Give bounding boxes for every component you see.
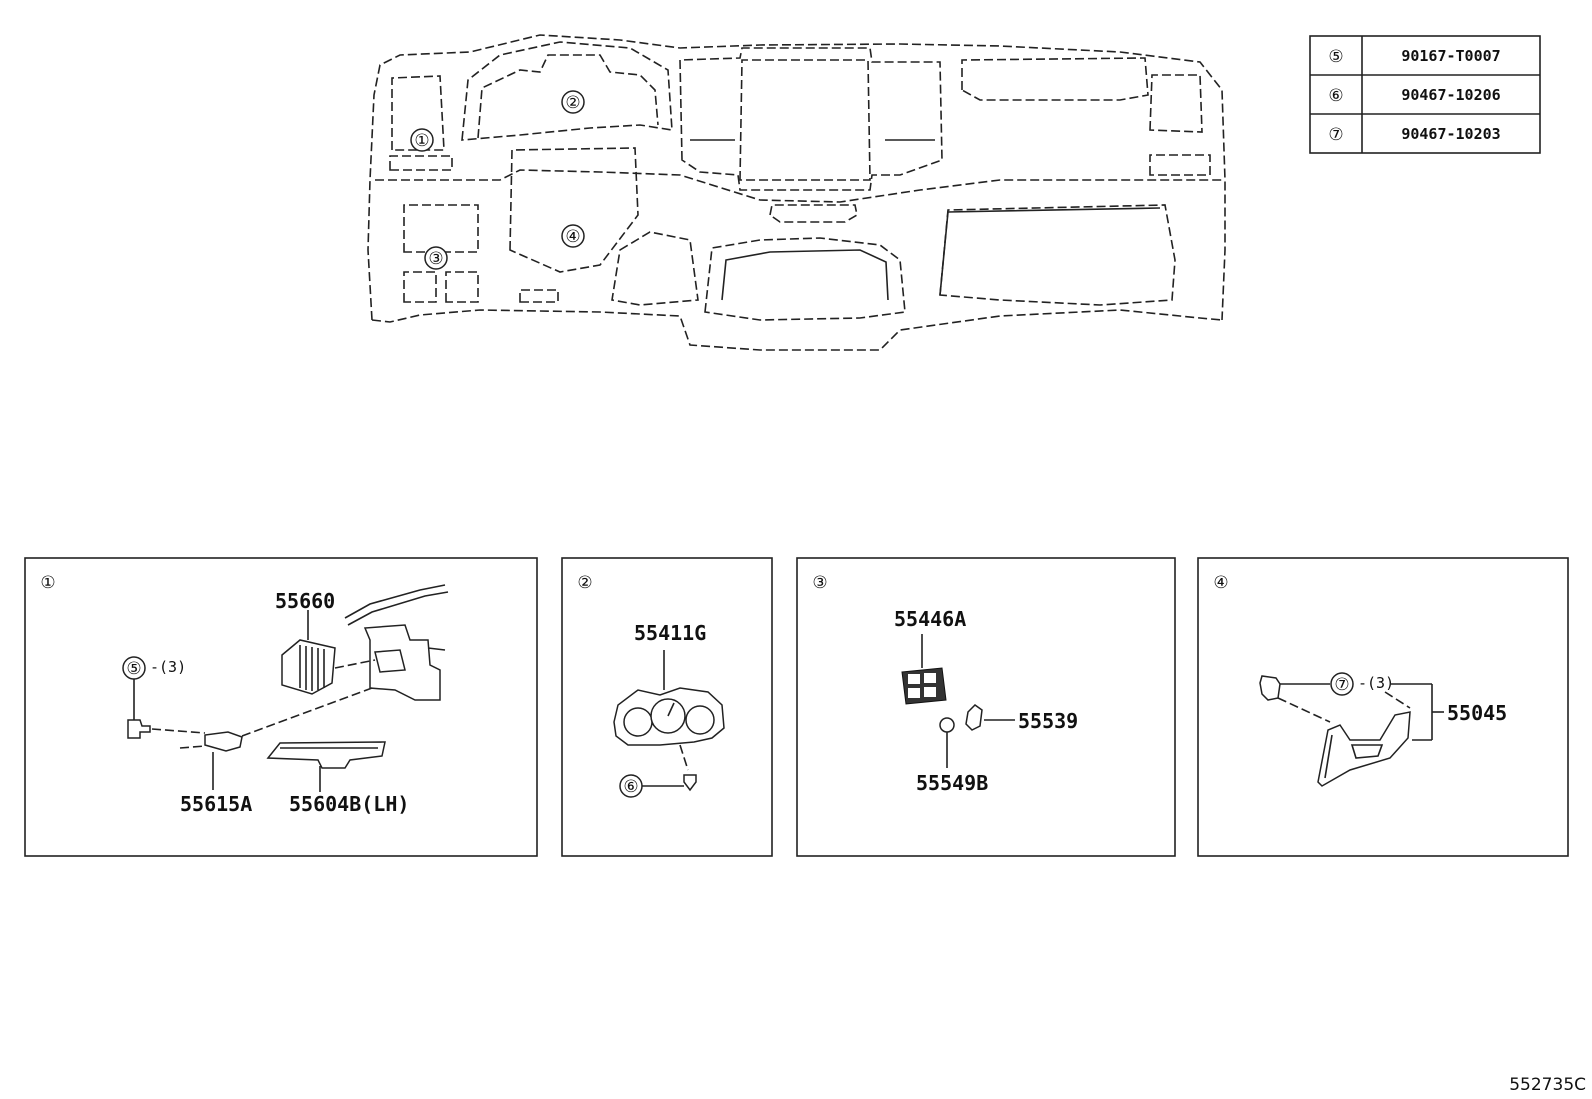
part-label-55615a: 55615A — [180, 792, 252, 816]
detail-panel-3: ③ 55446A 55539 55549B — [796, 557, 1176, 857]
svg-text:-(3): -(3) — [1358, 674, 1394, 692]
overview-ref-3: ③ — [424, 246, 448, 270]
svg-text:90167-T0007: 90167-T0007 — [1401, 47, 1500, 65]
table-row: ⑦ 90467-10203 — [1328, 125, 1500, 145]
part-label-55411g: 55411G — [634, 621, 706, 645]
svg-text:⑥: ⑥ — [623, 777, 638, 797]
overview-ref-2: ② — [561, 90, 585, 114]
detail-panel-2: ② 55411G ⑥ — [561, 557, 773, 857]
svg-text:③: ③ — [428, 249, 443, 269]
part-label-55539: 55539 — [1018, 709, 1078, 733]
diagram-id: 552735C — [1509, 1075, 1586, 1095]
table-row: ⑥ 90467-10206 — [1328, 86, 1500, 106]
part-number-table: ⑤ 90167-T0007 ⑥ 90467-10206 ⑦ 90467-1020… — [1309, 35, 1541, 154]
panel-ref-label: ② — [577, 573, 592, 593]
svg-text:⑦: ⑦ — [1334, 675, 1349, 695]
svg-text:⑤: ⑤ — [1328, 47, 1343, 67]
overview-ref-4: ④ — [561, 224, 585, 248]
part-label-55660: 55660 — [275, 589, 335, 613]
detail-panel-1: ① 55660 ⑤ -(3) 55615A 55604B(LH) — [24, 557, 538, 857]
svg-text:④: ④ — [565, 227, 580, 247]
svg-text:①: ① — [414, 131, 429, 151]
svg-text:90467-10206: 90467-10206 — [1401, 86, 1500, 104]
panel-ref-label: ④ — [1213, 573, 1228, 593]
part-label-55549b: 55549B — [916, 771, 988, 795]
svg-text:90467-10203: 90467-10203 — [1401, 125, 1500, 143]
table-row: ⑤ 90167-T0007 — [1328, 47, 1500, 67]
panel-ref-label: ① — [40, 573, 55, 593]
svg-text:⑥: ⑥ — [1328, 86, 1343, 106]
svg-text:⑤: ⑤ — [126, 659, 141, 679]
overview-ref-1: ① — [410, 128, 434, 152]
panel-ref-label: ③ — [812, 573, 827, 593]
detail-panel-4: ④ ⑦ -(3) 55045 — [1197, 557, 1569, 857]
svg-text:-(3): -(3) — [150, 658, 186, 676]
part-label-55446a: 55446A — [894, 607, 966, 631]
svg-text:⑦: ⑦ — [1328, 125, 1343, 145]
svg-text:②: ② — [565, 93, 580, 113]
part-label-55604b: 55604B(LH) — [289, 792, 409, 816]
part-label-55045: 55045 — [1447, 701, 1507, 725]
dashboard-overview: ① ② ③ ④ — [367, 34, 1226, 351]
